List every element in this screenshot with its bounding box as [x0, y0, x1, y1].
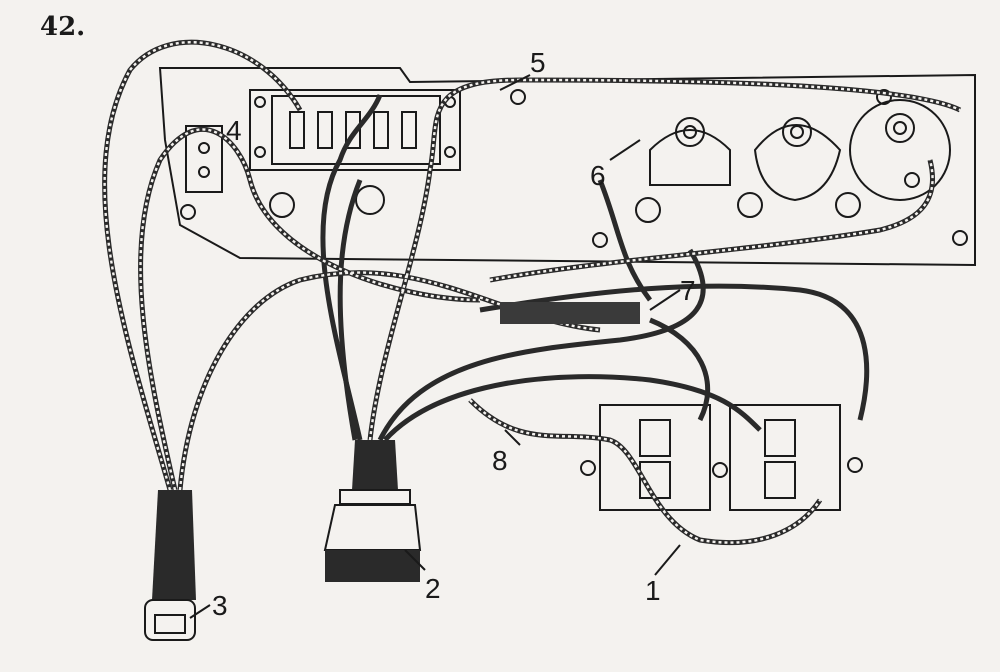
lamp-sockets: [269, 185, 861, 223]
gauges: [649, 99, 951, 202]
end-plug: [144, 490, 196, 641]
callout-3: 3: [212, 590, 228, 621]
leader-lines: [189, 74, 681, 619]
switch-block: [580, 404, 863, 511]
figure-number: 42.: [40, 12, 86, 42]
callout-5: 5: [530, 47, 546, 78]
callout-6: 6: [590, 160, 606, 191]
instrument-panel-plate: [158, 67, 976, 267]
fuse-block: [249, 89, 461, 171]
callout-7: 7: [680, 275, 696, 306]
multi-pin-connector: [323, 440, 422, 582]
callout-8: 8: [492, 445, 508, 476]
callout-1: 1: [645, 575, 661, 606]
terminal-block: [185, 125, 223, 193]
callout-4: 4: [226, 115, 242, 146]
callout-labels: 1 2 3 4 5 6 7 8: [212, 47, 696, 621]
harness-wrap: [500, 302, 640, 324]
callout-2: 2: [425, 573, 441, 604]
